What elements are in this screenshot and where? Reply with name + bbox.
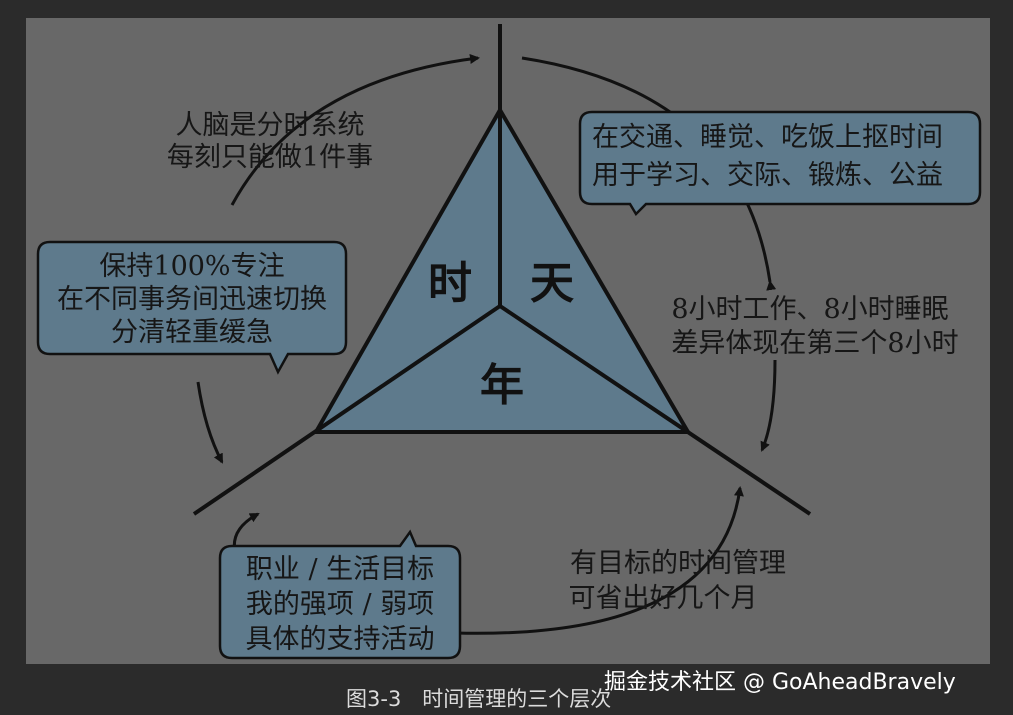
divider-left [192,304,502,516]
note-work-sleep-line-1: 8小时工作、8小时睡眠 [671,294,948,325]
watermark: 掘金技术社区 @ GoAheadBravely [604,670,956,695]
box-focus-line-1: 保持100%专注 [99,251,284,282]
callout-box-travel [578,110,982,217]
box-focus-line-2: 在不同事务间迅速切换 [57,284,327,315]
figure-caption: 图3-3 时间管理的三个层次 [346,687,612,711]
label-tian: 天 [530,258,574,309]
callout-box-focus [36,240,348,375]
note-managed-line-1: 有目标的时间管理 [570,548,786,579]
box-travel-line-1: 在交通、睡觉、吃饭上抠时间 [592,122,943,153]
label-nian: 年 [480,360,524,411]
box-goals-line-3: 具体的支持活动 [246,624,435,655]
note-brain-line-1: 人脑是分时系统 [176,110,365,141]
box-goals-line-1: 职业 / 生活目标 [246,554,434,585]
box-travel-line-2: 用于学习、交际、锻炼、公益 [592,160,943,191]
arc-left [196,381,224,464]
divider-right [498,304,812,516]
note-managed-line-2: 可省出好几个月 [569,583,758,614]
box-focus-line-3: 分清轻重缓急 [111,317,273,348]
note-work-sleep-line-2: 差异体现在第三个8小时 [671,328,958,359]
arc-right [760,359,777,452]
callout-box-goals [218,529,462,660]
box-goals-line-2: 我的强项 / 弱项 [246,589,434,620]
note-brain-line-2: 每刻只能做1件事 [167,142,373,173]
arc-top-left [230,54,480,206]
label-shi: 时 [428,258,472,309]
arc-bottom [454,486,744,635]
